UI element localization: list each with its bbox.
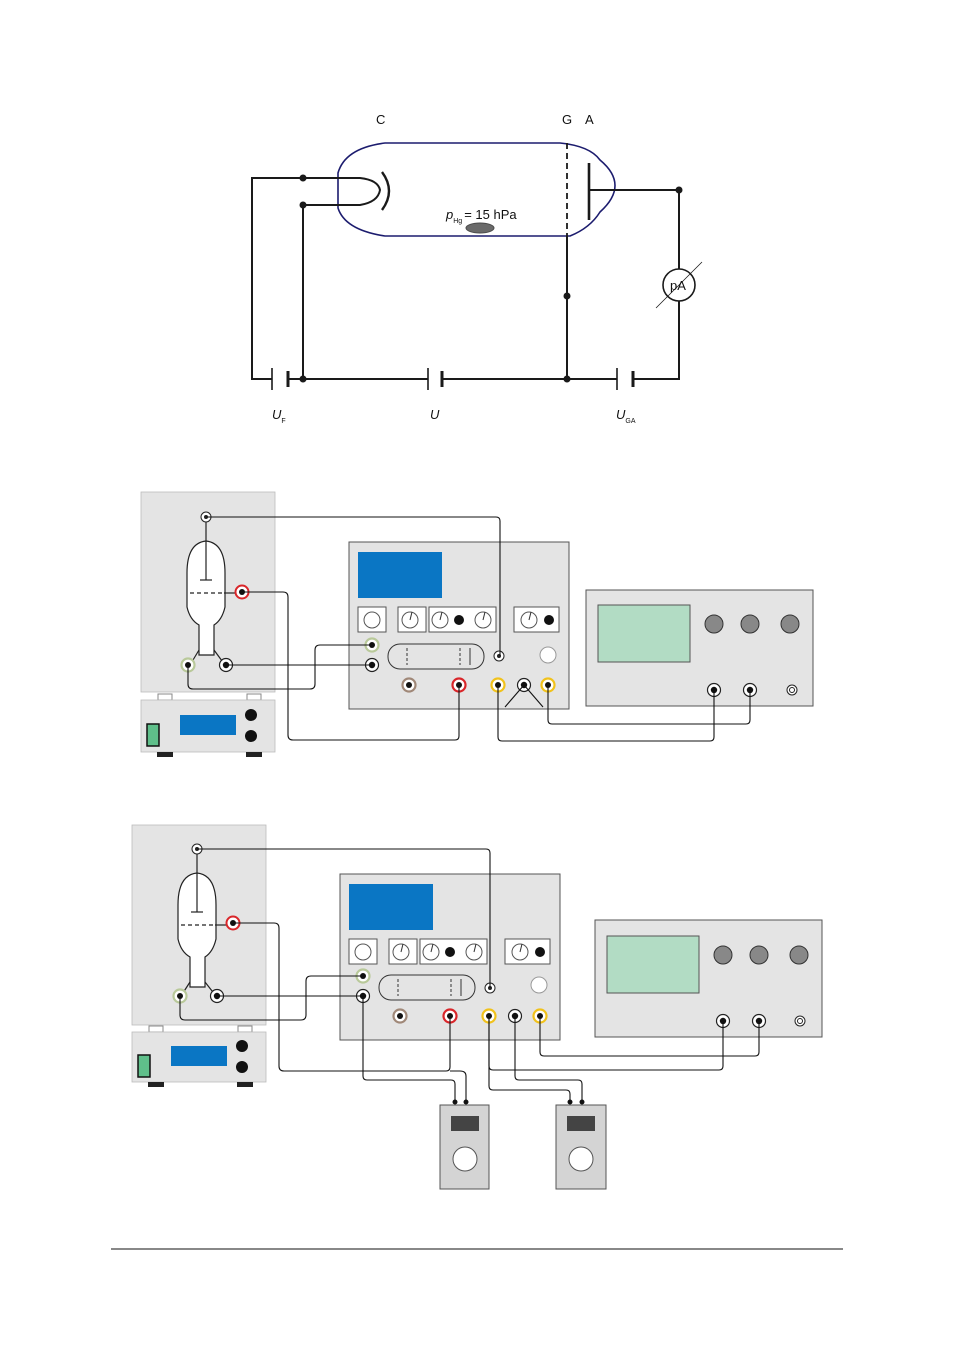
grid-label: G: [562, 112, 572, 127]
pressure-label: pHg= 15 hPa: [445, 207, 517, 225]
filament-battery: [272, 368, 288, 390]
multimeter-right: [556, 1100, 606, 1190]
counter-voltage-label: UGA: [616, 407, 636, 425]
cathode-label: C: [376, 112, 385, 127]
mercury-drop: [466, 223, 494, 233]
franck-hertz-operating-unit: [340, 874, 560, 1040]
oscilloscope: [586, 590, 813, 706]
oscilloscope: [595, 920, 822, 1037]
setup-with-oscilloscope: [141, 492, 813, 757]
multimeter-left: [440, 1100, 489, 1190]
cathode-electrode: [306, 178, 380, 205]
oven-controller: [132, 1032, 266, 1087]
anode-label: A: [585, 112, 594, 127]
accelerating-voltage-label: U: [430, 407, 440, 422]
circuit-schematic: [252, 143, 702, 390]
counter-voltage-battery: [617, 368, 633, 390]
filament-voltage-label: UF: [272, 407, 286, 425]
ammeter-label: pA: [670, 278, 686, 293]
oven-controller: [141, 700, 275, 757]
tube-housing: [141, 492, 275, 700]
tube-housing: [132, 825, 266, 1032]
setup-with-multimeters: [132, 825, 822, 1189]
accelerating-battery: [428, 368, 442, 390]
franck-hertz-operating-unit: [349, 542, 569, 709]
